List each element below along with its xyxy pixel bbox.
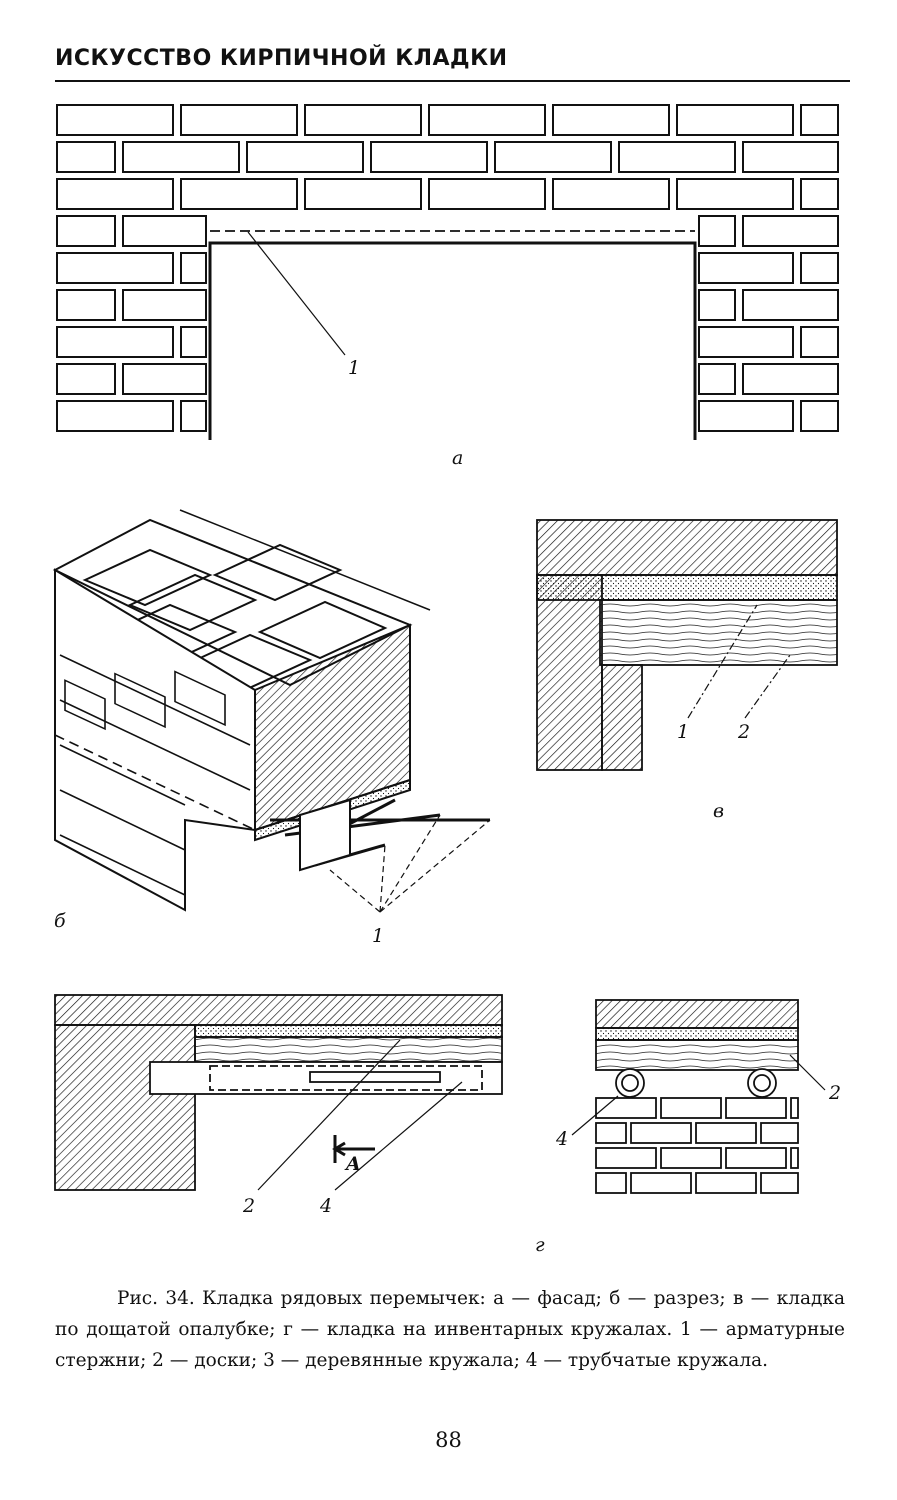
facade-brick xyxy=(122,215,207,247)
facade-brick xyxy=(180,252,207,284)
facade-brick xyxy=(552,104,670,136)
section-brick xyxy=(725,1147,787,1169)
facade-brick xyxy=(56,363,116,395)
facade-brick xyxy=(800,400,839,432)
facade-brick xyxy=(56,289,116,321)
panel-g-right-callout-2: 2 xyxy=(828,1082,841,1104)
panel-g-right-callout-4: 4 xyxy=(555,1128,568,1150)
facade-brick xyxy=(742,363,839,395)
facade-brick xyxy=(698,363,736,395)
facade-brick xyxy=(494,141,612,173)
section-brick xyxy=(595,1097,657,1119)
panel-b-letter: б xyxy=(54,910,66,932)
section-brick xyxy=(595,1172,627,1194)
facade-brick xyxy=(304,104,422,136)
figure-caption: Рис. 34. Кладка рядовых перемычек: а — ф… xyxy=(55,1283,845,1376)
facade-brick xyxy=(800,104,839,136)
section-mark: A xyxy=(344,1153,361,1175)
panel-v-callout-2: 2 xyxy=(737,721,750,743)
section-brick xyxy=(660,1097,722,1119)
caption-text: Рис. 34. Кладка рядовых перемычек: а — ф… xyxy=(55,1288,845,1371)
section-brick xyxy=(630,1172,692,1194)
callout-leader xyxy=(247,231,346,356)
section-brick xyxy=(760,1122,799,1144)
section-brick xyxy=(725,1097,787,1119)
facade-brick xyxy=(552,178,670,210)
section-brick xyxy=(660,1147,722,1169)
facade-brick xyxy=(122,363,207,395)
facade-brick xyxy=(698,400,794,432)
panel-a-callout-1: 1 xyxy=(348,357,360,379)
facade-brick xyxy=(122,141,240,173)
facade-brick xyxy=(800,326,839,358)
panel-a-facade xyxy=(56,104,839,440)
panel-g-right xyxy=(571,999,826,1194)
facade-brick xyxy=(742,141,839,173)
facade-brick xyxy=(180,400,207,432)
panel-v-formwork xyxy=(536,519,838,771)
panel-g-callout-4: 4 xyxy=(319,1195,332,1217)
running-header: ИСКУССТВО КИРПИЧНОЙ КЛАДКИ xyxy=(55,44,850,82)
facade-brick xyxy=(698,215,736,247)
facade-brick xyxy=(618,141,736,173)
facade-brick xyxy=(698,326,794,358)
facade-brick xyxy=(800,178,839,210)
panel-v-letter: в xyxy=(713,800,724,822)
facade-brick xyxy=(56,252,174,284)
facade-brick xyxy=(56,104,174,136)
facade-brick xyxy=(180,104,298,136)
facade-brick xyxy=(676,104,794,136)
facade-brick xyxy=(428,104,546,136)
section-brick xyxy=(760,1172,799,1194)
book-title: ИСКУССТВО КИРПИЧНОЙ КЛАДКИ xyxy=(55,46,508,71)
facade-brick xyxy=(246,141,364,173)
section-brick xyxy=(790,1147,799,1169)
section-brick xyxy=(695,1122,757,1144)
facade-brick xyxy=(800,252,839,284)
section-brick xyxy=(595,1147,657,1169)
panel-g-letter: г xyxy=(535,1234,545,1256)
facade-brick xyxy=(742,289,839,321)
panel-b-callout-1: 1 xyxy=(372,925,384,947)
door-opening xyxy=(208,241,697,440)
panel-g-left xyxy=(54,994,503,1191)
facade-brick xyxy=(698,252,794,284)
facade-brick xyxy=(742,215,839,247)
facade-brick xyxy=(304,178,422,210)
facade-brick xyxy=(428,178,546,210)
panel-g-callout-2: 2 xyxy=(242,1195,255,1217)
section-brick xyxy=(695,1172,757,1194)
page-number: 88 xyxy=(435,1428,462,1452)
facade-brick xyxy=(698,289,736,321)
panel-b-section xyxy=(52,509,491,913)
panel-v-callout-1: 1 xyxy=(677,721,689,743)
facade-brick xyxy=(56,400,174,432)
facade-brick xyxy=(370,141,488,173)
section-brick xyxy=(630,1122,692,1144)
facade-brick xyxy=(56,141,116,173)
facade-brick xyxy=(180,326,207,358)
facade-brick xyxy=(56,178,174,210)
panel-a-letter: а xyxy=(452,447,463,469)
facade-brick xyxy=(676,178,794,210)
facade-brick xyxy=(180,178,298,210)
section-brick xyxy=(595,1122,627,1144)
facade-brick xyxy=(122,289,207,321)
section-brick xyxy=(790,1097,799,1119)
facade-brick xyxy=(56,215,116,247)
facade-brick xyxy=(56,326,174,358)
